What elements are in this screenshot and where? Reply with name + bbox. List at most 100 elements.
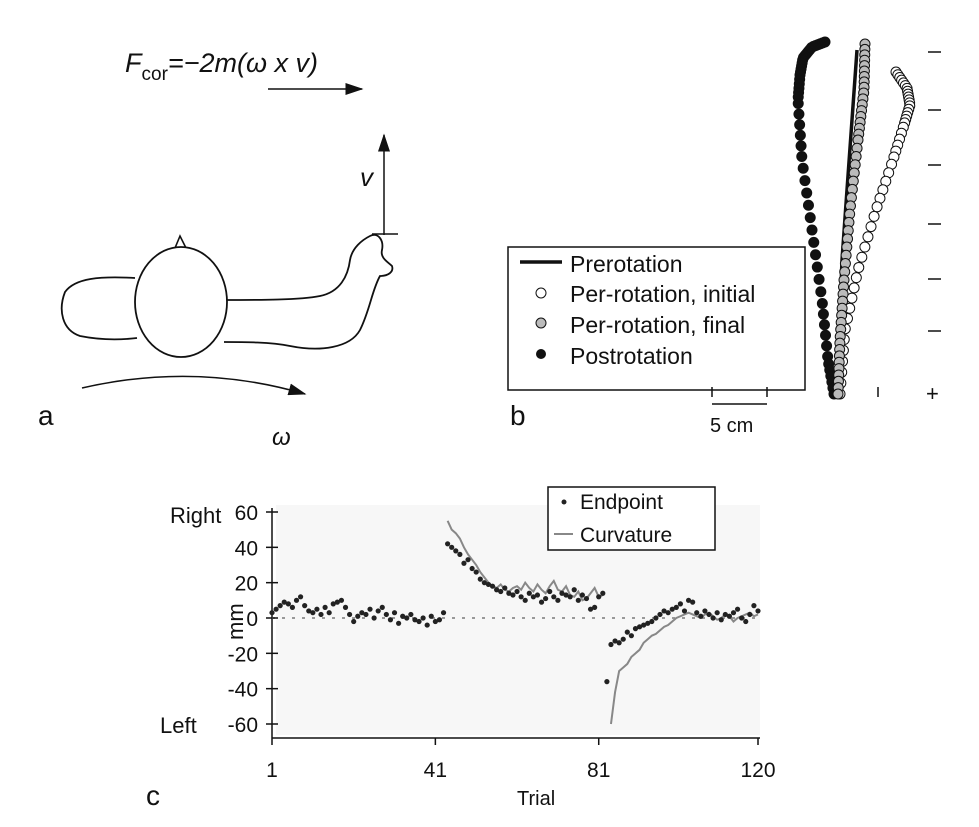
endpoint-point (502, 585, 508, 591)
endpoint-point (367, 606, 373, 612)
legend-postrotation: Postrotation (570, 343, 693, 369)
y-tick-label: -40 (228, 679, 258, 702)
panel-a: Fcor=−2m(ω x v) v ω a (38, 48, 398, 451)
final-dot (832, 388, 844, 400)
endpoint-point (404, 615, 410, 621)
endpoint-point (440, 610, 447, 616)
endpoint-point (408, 611, 414, 618)
endpoint-point (538, 599, 545, 605)
endpoint-point (669, 606, 675, 612)
endpoint-point (583, 595, 590, 602)
curvature-line (609, 611, 759, 725)
head-icon (134, 246, 228, 358)
endpoint-point (285, 601, 291, 607)
endpoint-point (412, 617, 418, 623)
postrotation-dot (794, 129, 806, 141)
endpoint-point (563, 592, 569, 598)
endpoint-point (359, 610, 365, 616)
plus-mark: + (926, 381, 939, 406)
y-tick-label: 60 (235, 502, 258, 525)
endpoint-point (710, 615, 716, 621)
final-swatch (535, 317, 547, 329)
endpoint-point (375, 608, 381, 614)
initial-dot (853, 261, 865, 273)
endpoint-point (685, 597, 692, 603)
endpoint-point (481, 580, 487, 586)
endpoint-point (514, 588, 520, 595)
scale-label: 5 cm (710, 415, 753, 437)
endpoint-point (436, 617, 443, 623)
initial-dot (850, 272, 862, 284)
endpoint-point (661, 608, 667, 614)
endpoint-point (657, 611, 663, 618)
endpoint-point (420, 615, 426, 621)
legend-box (507, 246, 806, 391)
right-ticks (711, 51, 941, 405)
endpoint-point (694, 610, 700, 616)
initial-dot (859, 241, 871, 253)
initial-swatch (535, 287, 547, 299)
endpoint-point (457, 551, 463, 558)
endpoint-point (477, 576, 483, 582)
endpoint-point (551, 594, 557, 600)
x-tick-label: 81 (587, 759, 610, 782)
endpoint-point (718, 617, 724, 623)
endpoint-point (465, 557, 471, 563)
endpoint-point (416, 618, 422, 625)
endpoint-point (506, 590, 512, 596)
endpoint-point (363, 611, 369, 618)
panel-c-label: c (146, 780, 160, 811)
curvature-series (446, 520, 759, 725)
y-tick-label: -20 (228, 643, 258, 666)
endpoint-point (297, 594, 304, 600)
endpoint-point (461, 560, 467, 566)
endpoint-point (698, 613, 704, 619)
endpoint-point (334, 599, 340, 605)
x-tick-label: 120 (740, 759, 775, 782)
postrotation-dot (817, 308, 829, 320)
endpoint-point (653, 615, 659, 621)
endpoint-point (592, 604, 598, 611)
endpoint-point (649, 618, 655, 625)
endpoint-point (596, 594, 602, 600)
endpoint-point (326, 610, 332, 616)
endpoint-point (628, 633, 634, 639)
endpoint-point (273, 606, 279, 612)
panel-b-label: b (510, 400, 526, 431)
endpoint-point (571, 587, 577, 593)
endpoint-point (632, 626, 639, 632)
panel-b: Prerotation Per-rotation, initial Per-ro… (507, 36, 941, 437)
y-axis-label: mm (223, 603, 248, 640)
y-tick-label: -60 (228, 714, 258, 737)
endpoint-point (387, 617, 394, 623)
endpoint-point (338, 597, 345, 603)
endpoint-point (734, 606, 741, 612)
postrotation-dot (815, 286, 827, 298)
y-tick-label: 0 (246, 608, 258, 631)
endpoint-point (371, 615, 377, 621)
endpoint-point (600, 590, 606, 596)
endpoint-point (379, 604, 385, 611)
endpoint-point (322, 604, 328, 611)
postrotation-dot (806, 224, 818, 236)
postrotation-dot (810, 249, 822, 261)
endpoint-point (489, 583, 496, 589)
endpoint-point (346, 611, 353, 618)
endpoint-point (575, 597, 581, 603)
endpoint-point (555, 597, 561, 603)
endpoint-point (726, 613, 733, 619)
legend-initial: Per-rotation, initial (570, 281, 755, 307)
endpoint-point (530, 594, 536, 600)
endpoint-point (751, 603, 757, 609)
endpoint-point (453, 548, 459, 554)
initial-dot (868, 210, 880, 222)
endpoint-point (681, 608, 688, 614)
endpoint-point (522, 597, 528, 603)
endpoint-point (314, 606, 320, 612)
endpoint-point (677, 601, 684, 607)
y-bottom-label: Left (160, 713, 197, 738)
endpoint-point (739, 615, 745, 621)
